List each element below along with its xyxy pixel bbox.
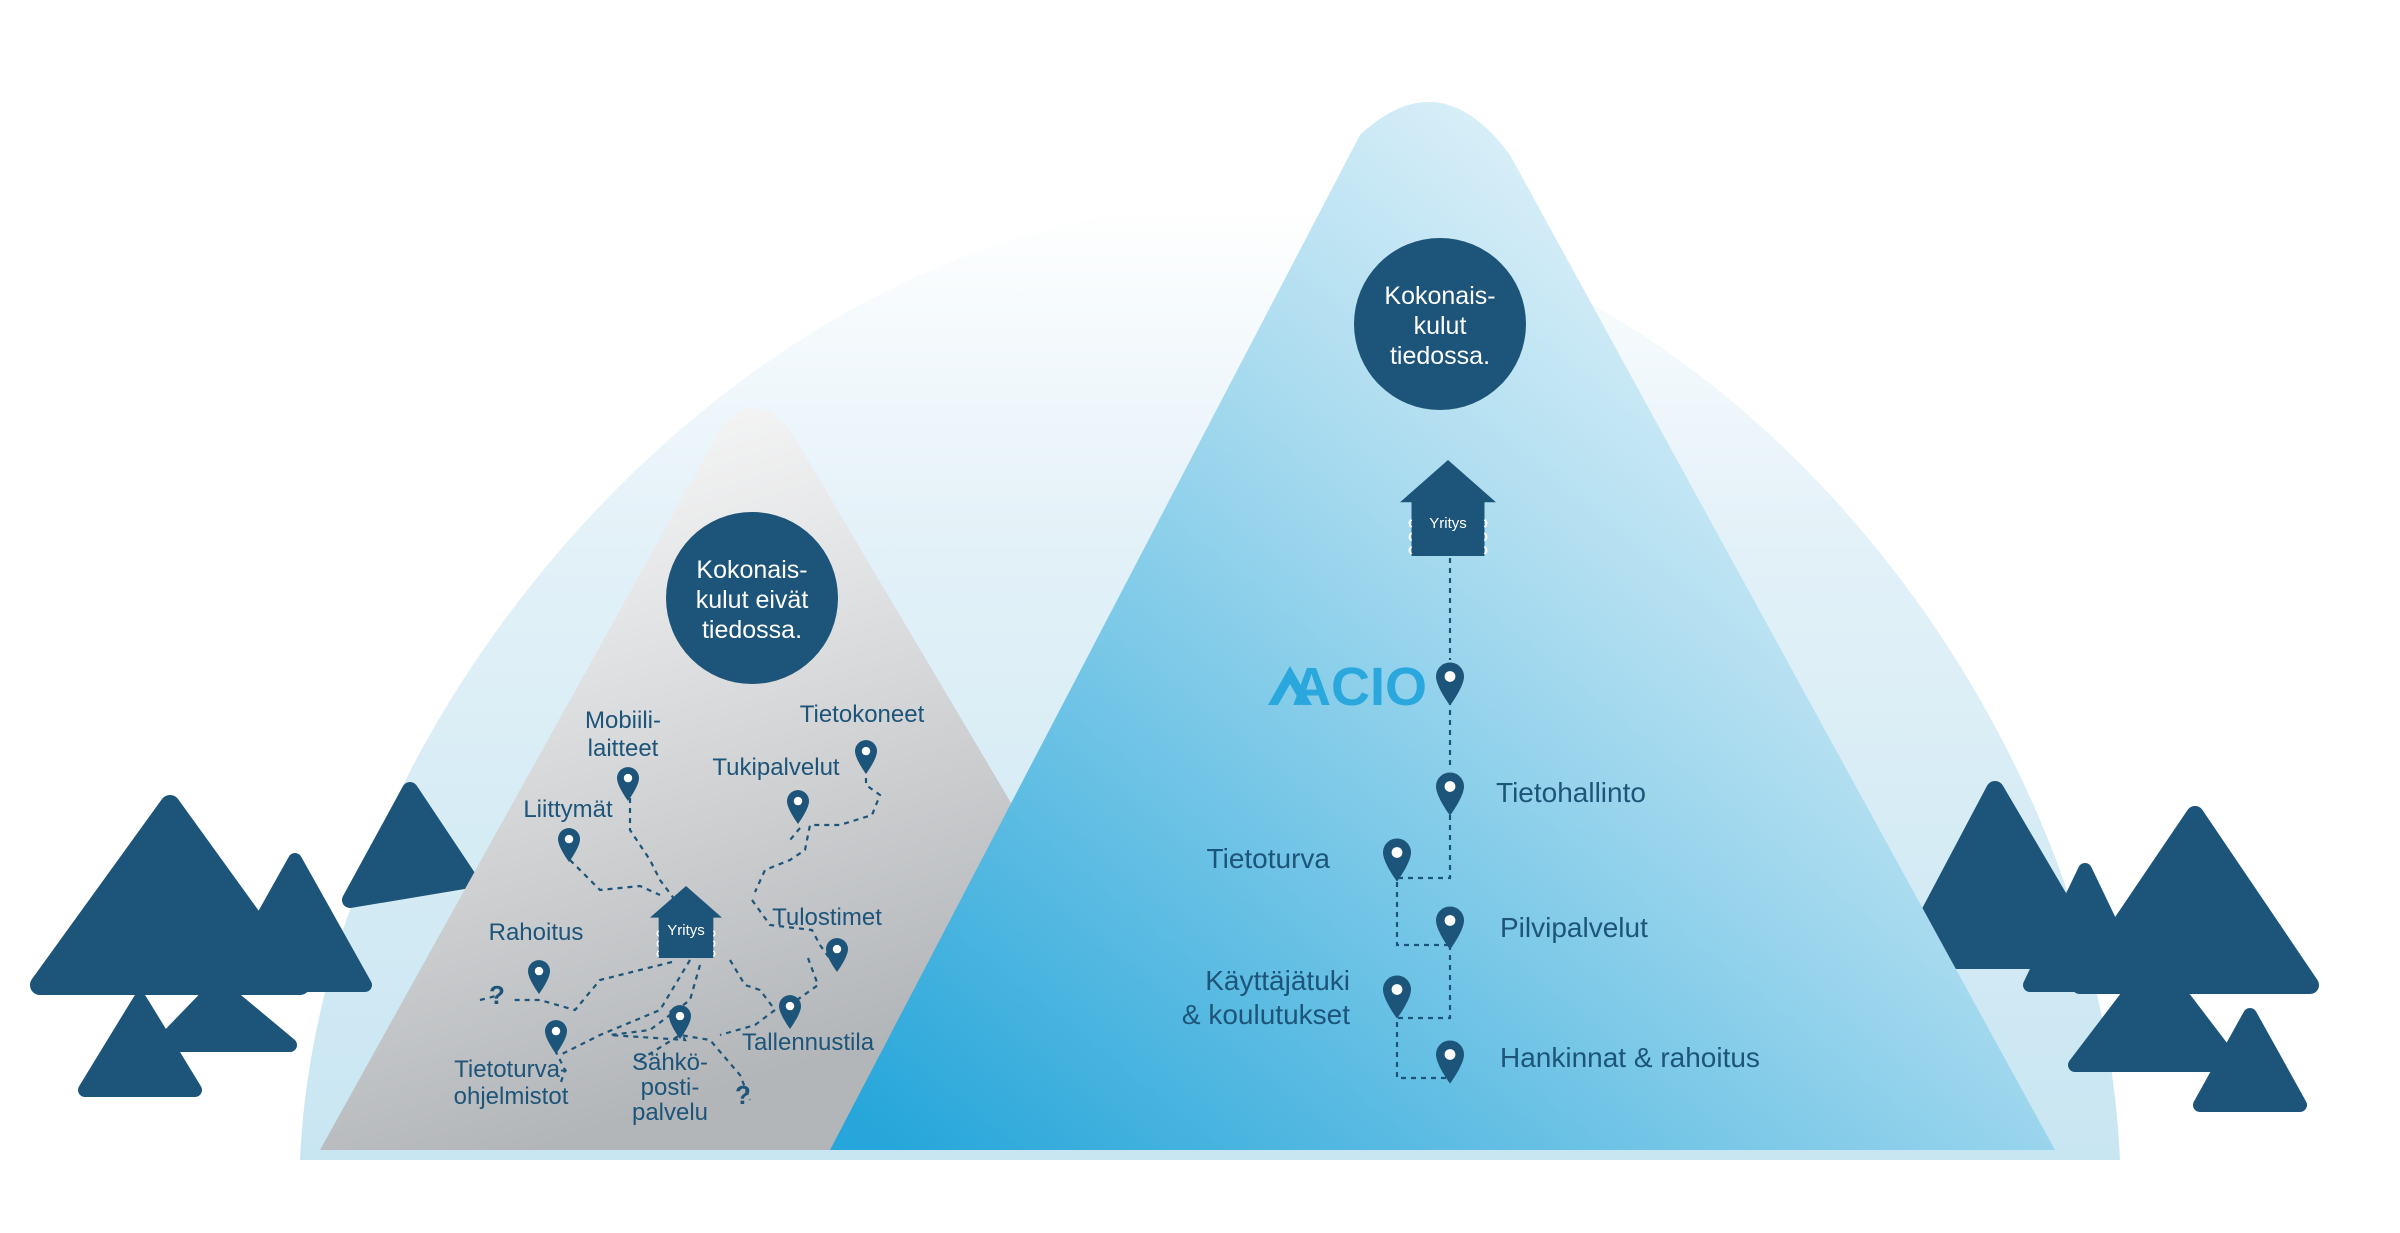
left-trees	[30, 782, 478, 1097]
acio-logo-text: ACIO	[1292, 657, 1427, 717]
left-mountain	[320, 407, 1020, 1150]
label-sahko-line-3: palvelu	[632, 1099, 708, 1126]
left-circle-line-3: tiedossa.	[702, 616, 802, 644]
left-circle-line-1: Kokonais-	[696, 556, 807, 584]
label-tietokoneet: Tietokoneet	[800, 701, 925, 728]
label-tulostimet: Tulostimet	[772, 904, 882, 931]
right-house-label: Yritys	[1429, 515, 1467, 532]
label-mobiili-line-1: Mobiili-	[585, 707, 661, 734]
label-tietoturva-line-1: Tietoturva-	[454, 1056, 568, 1083]
label-tietoturva-line-2: ohjelmistot	[454, 1083, 569, 1110]
left-dashed-paths	[479, 768, 882, 1101]
label-tukipalvelut: Tukipalvelut	[712, 754, 840, 781]
left-cost-circle: Kokonais- kulut eivät tiedossa.	[666, 512, 838, 684]
left-house-label: Yritys	[667, 922, 705, 939]
right-circle-line-1: Kokonais-	[1384, 282, 1495, 310]
label-rahoitus: Rahoitus	[489, 919, 584, 946]
label-liittymat: Liittymät	[523, 796, 613, 823]
right-circle-line-2: kulut	[1414, 312, 1467, 340]
label-sahko-line-1: Sähkö-	[632, 1049, 708, 1076]
question-mark-left: ?	[489, 980, 505, 1010]
left-circle-line-2: kulut eivät	[696, 586, 809, 614]
label-sahko-line-2: posti-	[641, 1074, 700, 1101]
label-tietoturva: Tietoturva	[1207, 843, 1331, 874]
right-house: Yritys	[1400, 459, 1496, 557]
question-mark-right: ?	[735, 1080, 751, 1110]
right-cost-circle: Kokonais- kulut tiedossa.	[1354, 238, 1526, 410]
left-house: Yritys	[650, 885, 722, 959]
right-mountain	[830, 101, 2055, 1151]
right-circle-line-3: tiedossa.	[1390, 342, 1490, 370]
label-pilvipalvelut: Pilvipalvelut	[1500, 912, 1648, 943]
label-mobiili-line-2: laitteet	[588, 735, 659, 762]
label-tietohallinto: Tietohallinto	[1496, 777, 1646, 808]
right-trees	[1896, 781, 2319, 1112]
label-kayttajatuki-line-2: & koulutukset	[1182, 999, 1350, 1030]
label-tallennustila: Tallennustila	[742, 1029, 875, 1056]
label-hankinnat: Hankinnat & rahoitus	[1500, 1042, 1760, 1073]
label-kayttajatuki-line-1: Käyttäjätuki	[1205, 965, 1350, 996]
acio-logo: ACIO	[1268, 657, 1427, 717]
